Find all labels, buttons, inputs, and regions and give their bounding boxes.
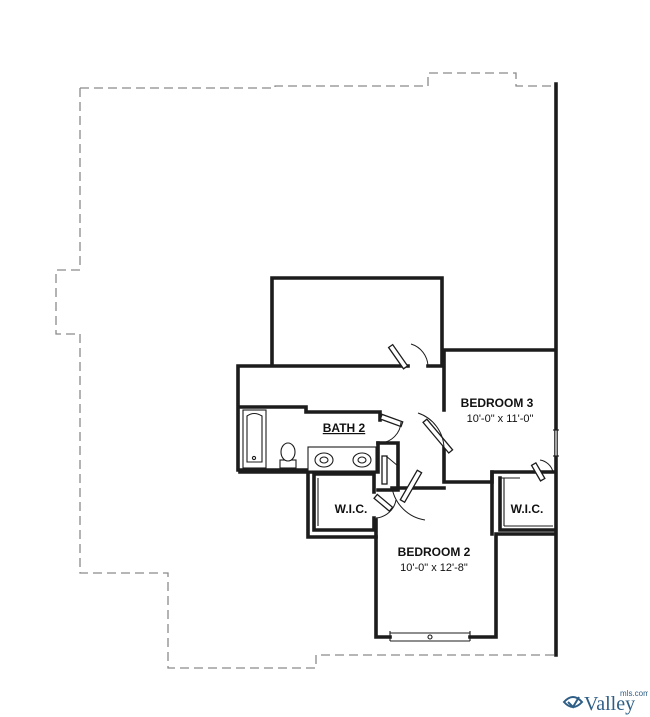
door-bedroom-3[interactable]	[417, 412, 454, 454]
valleymls-watermark: Valley mls.com	[562, 689, 648, 715]
door-bath-2[interactable]	[379, 413, 404, 444]
door-right-wic[interactable]	[530, 459, 554, 482]
attic-room-walls	[270, 276, 444, 366]
bedroom-3-label: BEDROOM 3	[461, 396, 534, 410]
bedroom-2-walls	[374, 486, 555, 639]
left-wic-walls	[312, 472, 376, 532]
valley-logo-icon	[562, 696, 584, 709]
vanity-sinks	[307, 446, 377, 472]
bedroom-2-label: BEDROOM 2	[398, 545, 471, 559]
door-linen-closet[interactable]	[381, 455, 399, 485]
right-wic-walls	[490, 470, 555, 536]
door-bedroom-2[interactable]	[391, 469, 426, 521]
bedroom-3-dimensions: 10'-0" x 11'-0"	[467, 413, 534, 425]
watermark-brand: Valley	[584, 693, 635, 715]
bath-2-label: BATH 2	[323, 421, 366, 435]
lower-floor-outline	[55, 72, 556, 669]
bathtub	[242, 409, 267, 469]
door-attic[interactable]	[387, 343, 429, 370]
watermark-suffix: mls.com	[620, 689, 648, 698]
linen-closet-walls	[376, 441, 400, 492]
toilet	[279, 442, 297, 469]
bedroom-2-dimensions: 10'-0" x 12'-8"	[400, 562, 468, 574]
left-wic-label: W.I.C.	[335, 502, 368, 516]
bath-2-walls	[238, 405, 382, 474]
right-wic-label: W.I.C.	[511, 502, 544, 516]
door-left-wic[interactable]	[373, 493, 397, 519]
